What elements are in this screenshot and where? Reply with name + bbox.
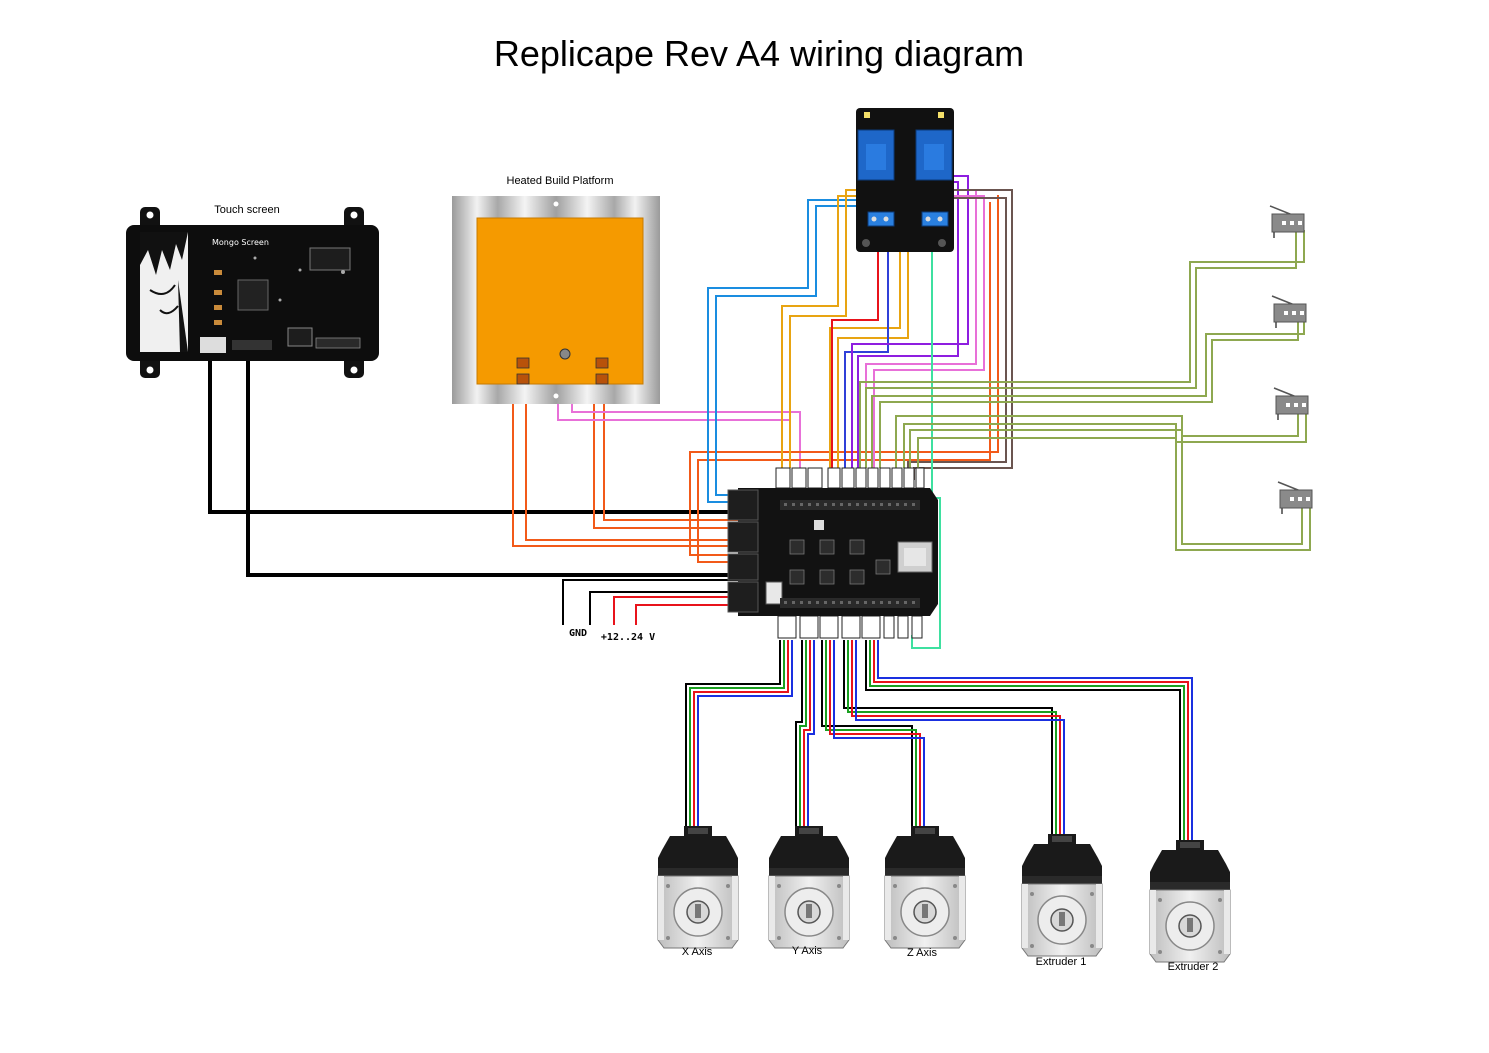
bed-pad-2 bbox=[516, 373, 530, 385]
e2-motor-red bbox=[873, 640, 1189, 842]
power-vin-1 bbox=[613, 596, 738, 625]
screen-wire-1 bbox=[208, 340, 738, 514]
x-motor-red bbox=[693, 640, 789, 826]
endstop-4 bbox=[1277, 481, 1313, 515]
y-motor-blue bbox=[807, 640, 815, 826]
stepper-motor-x bbox=[657, 825, 739, 949]
motor-wires bbox=[685, 640, 1193, 842]
endstop-wire-4a bbox=[909, 429, 1303, 545]
dark-blue-wire bbox=[844, 185, 889, 468]
bed-wire-4 bbox=[603, 380, 738, 521]
mint-wire bbox=[911, 185, 941, 649]
x-motor-blue bbox=[697, 640, 793, 826]
x-motor-black bbox=[685, 640, 781, 826]
endstop-wire-4b bbox=[917, 437, 1311, 551]
motor-label-y: Y Axis bbox=[792, 945, 823, 957]
z-motor-blue bbox=[833, 640, 925, 826]
fan-wire-1 bbox=[689, 195, 999, 556]
bed-pad-3 bbox=[595, 357, 609, 369]
vin-label: +12..24 V bbox=[601, 632, 655, 643]
touch-screen-board-text: Mongo Screen bbox=[212, 238, 269, 247]
amber-wire-3 bbox=[829, 190, 901, 468]
endstop-wire-3b bbox=[903, 412, 1307, 468]
endstop-wire-1a bbox=[865, 230, 1297, 468]
e1-motor-black bbox=[843, 640, 1053, 836]
blue-wire-1 bbox=[707, 199, 862, 503]
stepper-motor-y bbox=[768, 825, 850, 949]
stepper-motor-e1 bbox=[1021, 833, 1103, 957]
bed-wire-2 bbox=[525, 380, 738, 541]
amber-wire-4 bbox=[837, 190, 909, 468]
amber-wire-1 bbox=[781, 195, 870, 468]
bed-pad-1 bbox=[516, 357, 530, 369]
touch-screen: Touch screen Mongo Screen bbox=[126, 204, 379, 378]
endstop-wire-2a bbox=[879, 320, 1299, 468]
red-wire-top bbox=[831, 185, 879, 468]
endstop-3 bbox=[1273, 387, 1309, 421]
power-gnd-1 bbox=[562, 579, 738, 625]
motor-label-e2: Extruder 2 bbox=[1168, 961, 1219, 973]
bed-wire-1 bbox=[512, 380, 738, 547]
z-motor-black bbox=[821, 640, 913, 826]
y-motor-red bbox=[803, 640, 811, 826]
endstop-wire-3a bbox=[895, 412, 1299, 468]
heated-bed-label: Heated Build Platform bbox=[507, 175, 614, 187]
motor-label-e1: Extruder 1 bbox=[1036, 956, 1087, 968]
e2-motor-blue bbox=[877, 640, 1193, 842]
motor-label-z: Z Axis bbox=[907, 947, 937, 959]
x-motor-green bbox=[689, 640, 785, 826]
e2-motor-green bbox=[869, 640, 1185, 842]
touch-screen-label: Touch screen bbox=[214, 204, 279, 216]
stepper-motor-e2 bbox=[1149, 839, 1231, 963]
endstop-wire-2b bbox=[871, 320, 1305, 468]
diagram-title: Replicape Rev A4 wiring diagram bbox=[494, 33, 1024, 74]
stepper-motor-z bbox=[884, 825, 966, 949]
replicape-board bbox=[727, 467, 938, 639]
power-gnd-2 bbox=[589, 591, 738, 625]
bed-pad-4 bbox=[595, 373, 609, 385]
y-motor-green bbox=[799, 640, 807, 826]
e2-motor-black bbox=[865, 640, 1181, 842]
screen-wire-2 bbox=[246, 340, 738, 577]
bed-thermistor bbox=[559, 348, 571, 360]
e1-motor-red bbox=[851, 640, 1061, 836]
magenta-wire-2 bbox=[873, 195, 985, 468]
heated-build-platform: Heated Build Platform bbox=[452, 175, 660, 404]
endstop-wire-1b bbox=[859, 230, 1305, 468]
gnd-label: GND bbox=[569, 628, 587, 639]
motor-label-x: X Axis bbox=[682, 946, 713, 958]
endstop-2 bbox=[1271, 295, 1307, 329]
fan-wire-2 bbox=[697, 202, 991, 563]
z-motor-red bbox=[829, 640, 921, 826]
endstop-1 bbox=[1269, 205, 1305, 239]
e1-motor-green bbox=[847, 640, 1057, 836]
power-vin-2 bbox=[635, 604, 738, 625]
blue-wire-2 bbox=[715, 205, 862, 496]
z-motor-green bbox=[825, 640, 917, 826]
e1-motor-blue bbox=[855, 640, 1065, 836]
y-motor-black bbox=[795, 640, 803, 826]
top-driver-board bbox=[856, 108, 954, 252]
purple-wire-1 bbox=[851, 175, 969, 468]
